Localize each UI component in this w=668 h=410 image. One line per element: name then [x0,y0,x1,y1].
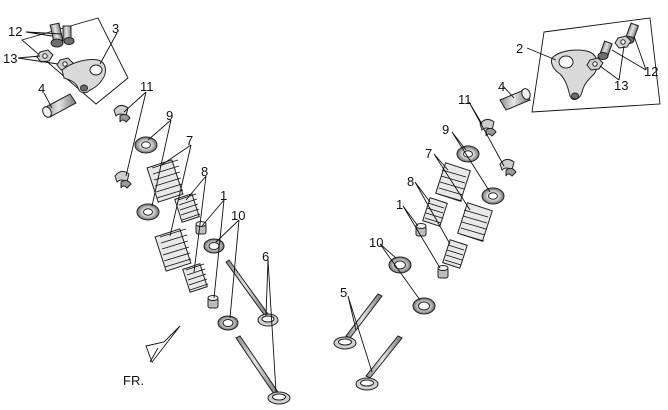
callout-10-right: 10 [369,235,383,250]
callout-6: 6 [262,249,269,264]
right-rocker-panel [531,17,661,113]
right-cotter-upper [479,118,497,137]
right-retainer-upper [456,145,480,163]
callout-8-left: 8 [201,164,208,179]
callout-1-right: 1 [396,197,403,212]
left-valve-upper [225,259,279,327]
callout-5: 5 [340,285,347,300]
left-cotter-lower [114,170,132,189]
callout-13-right: 13 [614,78,628,93]
callout-7-right: 7 [425,146,432,161]
left-adjust-screw-1 [49,22,64,48]
front-direction-arrow [145,325,181,363]
left-valve-lower [235,335,291,405]
left-outer-spring-upper [146,159,184,203]
callout-13-left: 13 [3,51,17,66]
left-seal-lower [207,295,219,309]
callout-3: 3 [112,21,119,36]
callout-2: 2 [516,41,523,56]
left-rocker-shaft [42,93,77,118]
callout-12-right: 12 [644,64,658,79]
callout-9-left: 9 [166,108,173,123]
right-lock-nut-2 [614,35,632,49]
left-washer-upper [203,238,225,254]
left-lock-nut-1 [36,49,54,63]
front-direction-label: FR. [123,373,144,388]
right-inner-spring-lower [442,239,468,269]
left-panel-outline [21,17,129,105]
callout-8-right: 8 [407,174,414,189]
right-retainer-lower [481,187,505,205]
right-washer-lower [412,297,436,315]
right-inner-spring-upper [422,197,448,227]
left-rocker-arm [61,59,106,94]
right-rocker-arm [551,49,598,100]
left-inner-spring-upper [174,193,201,223]
right-adjust-screw-1 [597,40,613,60]
right-lock-nut-1 [586,57,604,71]
right-seal-lower [437,265,449,279]
left-outer-spring-lower [154,228,192,272]
left-seal-upper [195,221,207,235]
left-washer-lower [217,315,239,331]
callout-4-left: 4 [38,81,45,96]
callout-labels: 12 3 13 4 11 9 7 8 1 10 6 2 12 13 4 11 9… [3,21,658,300]
right-valve-lower [355,335,403,391]
callout-11-left: 11 [140,79,154,94]
left-valve-train [113,104,291,405]
leader-lines [17,31,647,393]
callout-1-left: 1 [220,188,227,203]
callout-10-left: 10 [231,208,245,223]
callout-9-right: 9 [442,122,449,137]
right-valve-upper [333,293,383,350]
left-adjust-screw-2 [62,25,75,45]
right-rocker-shaft [499,88,531,111]
right-outer-spring-lower [457,202,493,242]
callout-11-right: 11 [458,92,472,107]
callout-7-left: 7 [186,133,193,148]
left-retainer-lower [136,203,160,221]
callout-12-left: 12 [8,24,22,39]
right-valve-train [333,118,517,391]
right-cotter-lower [499,158,517,177]
right-washer-upper [388,256,412,274]
left-rocker-panel [21,17,129,105]
left-cotter-upper [113,104,131,123]
left-inner-spring-lower [182,263,209,293]
left-retainer-upper [134,136,158,154]
right-panel-outline [531,17,661,113]
right-outer-spring-upper [435,162,471,202]
callout-4-right: 4 [498,79,505,94]
